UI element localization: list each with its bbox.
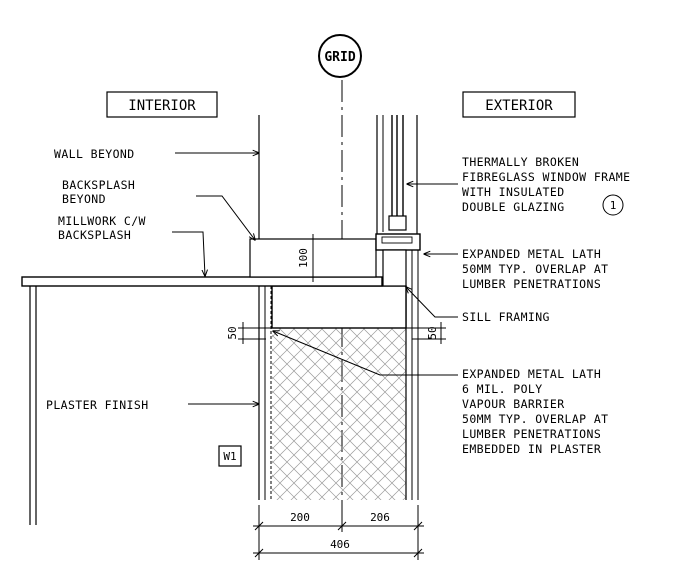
label-backsplash-beyond-1: BACKSPLASH (62, 178, 135, 192)
sill-framing-block (271, 285, 407, 329)
label-metal-lath-top-1: EXPANDED METAL LATH (462, 247, 601, 261)
dim-backsplash-height: 100 (297, 248, 310, 268)
dim-total-width: 406 (330, 538, 350, 551)
window-sill (375, 233, 421, 287)
interior-zone-label: INTERIOR (128, 98, 196, 114)
label-wall-beyond: WALL BEYOND (54, 147, 135, 161)
label-sill-framing: SILL FRAMING (462, 310, 550, 324)
exterior-zone-box (462, 91, 576, 118)
label-backsplash-beyond-2: BEYOND (62, 192, 106, 206)
window-frame (376, 115, 418, 234)
wall-insulation (272, 328, 406, 500)
countertop (21, 276, 383, 287)
dim-interior-width: 200 (290, 511, 310, 524)
label-millwork-2: BACKSPLASH (58, 228, 131, 242)
label-metal-lath-bottom-2: 6 MIL. POLY (462, 382, 543, 396)
exterior-zone-label: EXTERIOR (485, 98, 553, 114)
label-metal-lath-bottom-3: VAPOUR BARRIER (462, 397, 565, 411)
label-plaster-finish: PLASTER FINISH (46, 398, 149, 412)
label-metal-lath-top-3: LUMBER PENETRATIONS (462, 277, 601, 291)
label-window-frame-1: THERMALLY BROKEN (462, 155, 579, 169)
label-millwork-1: MILLWORK C/W (58, 214, 146, 228)
dimension-lines (238, 234, 446, 560)
grid-bubble (318, 34, 362, 78)
dim-overlap-left: 50 (226, 326, 239, 339)
label-window-frame-2: FIBREGLASS WINDOW FRAME (462, 170, 630, 184)
leader-lines (172, 153, 458, 404)
label-window-frame-4: DOUBLE GLAZING (462, 200, 565, 214)
interior-zone-box (106, 91, 218, 118)
label-metal-lath-bottom-4: 50MM TYP. OVERLAP AT (462, 412, 608, 426)
wall-tag-box (218, 445, 242, 467)
label-window-frame-3: WITH INSULATED (462, 185, 565, 199)
grid-label: GRID (324, 50, 355, 65)
window-ref-number: 1 (610, 199, 617, 212)
label-metal-lath-top-2: 50MM TYP. OVERLAP AT (462, 262, 608, 276)
label-metal-lath-bottom-1: EXPANDED METAL LATH (462, 367, 601, 381)
dim-exterior-width: 206 (370, 511, 390, 524)
wall-tag: W1 (223, 450, 236, 463)
dim-overlap-right: 50 (426, 326, 439, 339)
label-metal-lath-bottom-6: EMBEDDED IN PLASTER (462, 442, 601, 456)
window-ref-bubble (602, 194, 624, 216)
label-metal-lath-bottom-5: LUMBER PENETRATIONS (462, 427, 601, 441)
